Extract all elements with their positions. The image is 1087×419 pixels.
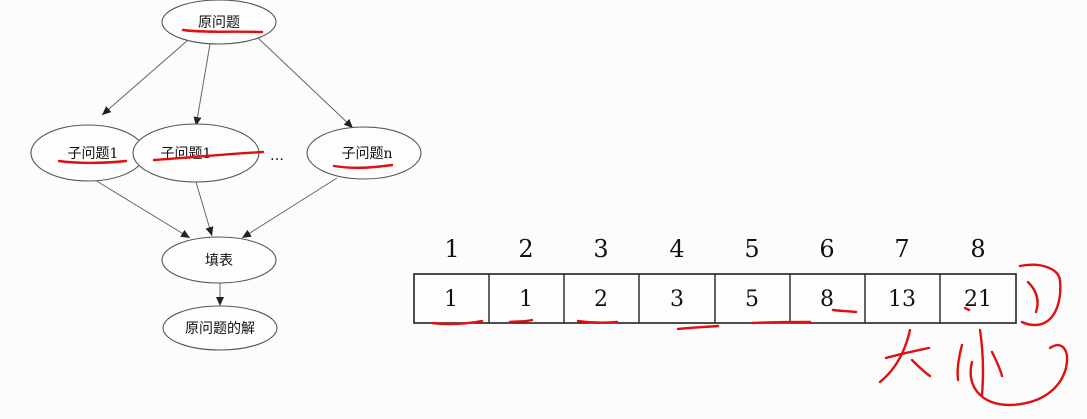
- index-cell: 3: [593, 235, 608, 263]
- underline-cell-4: [676, 324, 720, 331]
- underline-subn: [332, 163, 394, 169]
- index-cell: 8: [970, 235, 985, 263]
- glyph-xiao-left: [956, 343, 964, 382]
- underline-cell-6: [831, 308, 858, 314]
- edge-sub1-fill: [94, 179, 191, 239]
- node-solution: 原问题的解: [162, 305, 278, 351]
- index-cell: 1: [444, 235, 459, 263]
- value-cell: 21: [964, 287, 992, 312]
- node-subn: 子问题n: [306, 126, 422, 180]
- value-cell: 5: [745, 287, 759, 312]
- glyph-bu-right: [910, 358, 932, 378]
- edge-root-sub2: [193, 43, 211, 127]
- value-cell: 1: [444, 287, 458, 312]
- node-subn-label: 子问题n: [341, 146, 392, 162]
- value-cell: 1: [519, 287, 533, 312]
- bracket-extension: [1018, 263, 1062, 327]
- underline-cell-5: [750, 320, 812, 325]
- index-cell: 2: [518, 235, 533, 263]
- edge-root-subn: [257, 37, 354, 129]
- node-fill: 填表: [161, 236, 277, 284]
- underline-root: [181, 28, 264, 34]
- node-solution-label: 原问题的解: [185, 321, 255, 337]
- edges: [94, 37, 354, 306]
- edge-sub2-fill: [195, 181, 214, 237]
- glyph-bu-left: [878, 328, 912, 384]
- table-dividers: [488, 274, 941, 323]
- red-ink-annotations: [57, 28, 1069, 407]
- node-sub1: 子问题1: [30, 124, 146, 182]
- tick-cell-8: [963, 306, 971, 312]
- node-fill-label: 填表: [205, 253, 233, 269]
- underline-cell-2: [508, 318, 534, 324]
- value-cell: 8: [820, 287, 834, 312]
- underline-sub1: [57, 159, 128, 165]
- glyph-xiao-right: [990, 350, 1004, 378]
- index-cell: 5: [744, 235, 759, 263]
- node-sub1-label: 子问题1: [68, 146, 119, 162]
- index-row: 1 2 3 4 5 6 7 8: [444, 235, 985, 263]
- glyph-xiao-mid: [978, 328, 985, 397]
- glyph-bu-top: [884, 346, 931, 360]
- index-cell: 4: [669, 235, 684, 263]
- fib-table: 1 2 3 4 5 6 7 8 1 1 2 3 5 8 13 21: [413, 235, 1017, 324]
- bracket-inner: [1026, 280, 1039, 314]
- value-cell: 13: [888, 287, 916, 312]
- node-root-label: 原问题: [198, 15, 240, 31]
- value-row: 1 1 2 3 5 8 13 21: [444, 287, 992, 312]
- index-cell: 6: [819, 235, 834, 263]
- value-cell: 3: [670, 287, 684, 312]
- node-root: 原问题: [161, 0, 277, 45]
- glyph-loop: [969, 344, 1069, 407]
- ellipsis-label: …: [270, 148, 284, 164]
- value-cell: 2: [594, 287, 608, 312]
- strike-sub2: [152, 150, 265, 162]
- index-cell: 7: [894, 235, 909, 263]
- underline-cell-3: [576, 319, 619, 324]
- edge-root-sub1: [101, 39, 189, 116]
- underline-cell-1: [430, 319, 484, 326]
- edge-subn-fill: [241, 177, 338, 239]
